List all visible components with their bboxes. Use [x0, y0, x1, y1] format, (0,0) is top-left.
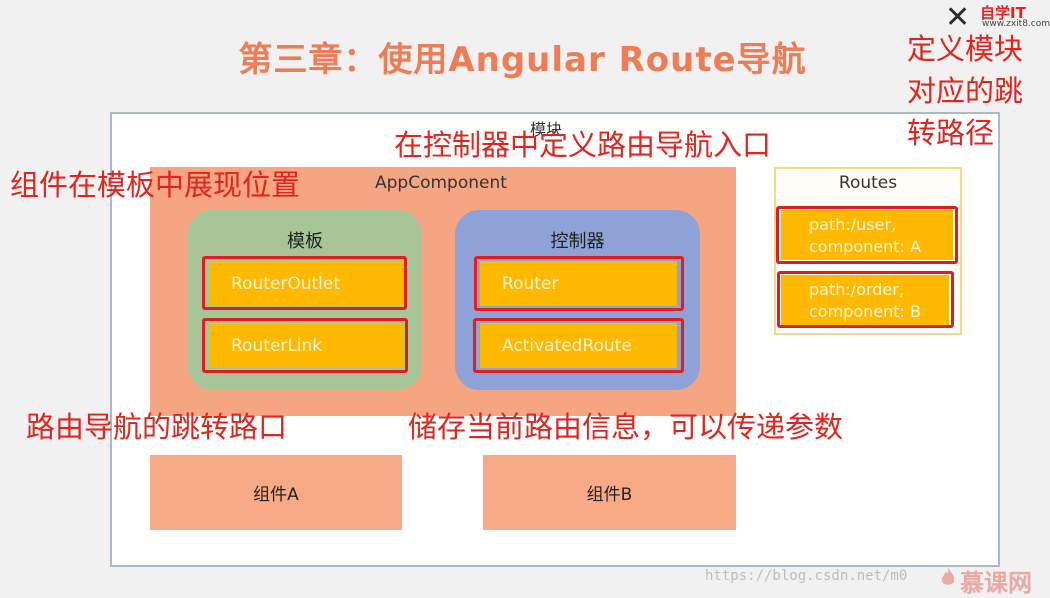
module-label: 模块: [530, 120, 563, 139]
routes-annotation-line2: 对应的跳: [907, 74, 1024, 108]
route-order: path:/order, component: B: [781, 275, 949, 325]
router-link-item: RouterLink: [209, 323, 404, 368]
logo-brand: 自学IT: [980, 4, 1026, 22]
router-highlight: [474, 256, 684, 311]
controller-annotation: 在控制器中定义路由导航入口: [394, 128, 772, 162]
template-label: 模板: [287, 231, 323, 252]
router-item: Router: [480, 261, 677, 306]
outlet-annotation: 组件在模板中展现位置: [10, 168, 301, 202]
component-b-box: 组件B: [483, 455, 736, 530]
slide-title: 第三章：使用Angular Route导航: [238, 40, 807, 80]
router-link-highlight: [202, 318, 408, 373]
logo-x-icon: ✕: [945, 0, 971, 35]
logo-url: www.zxit8.com: [982, 19, 1050, 29]
route-order-component: component: B: [809, 302, 921, 321]
controller-label: 控制器: [550, 231, 605, 252]
route-order-path: path:/order,: [809, 280, 904, 299]
route-user-path: path:/user,: [809, 215, 897, 234]
router-outlet-highlight: [202, 256, 407, 310]
route-order-highlight: [777, 271, 954, 328]
routes-annotation-line3: 转路径: [907, 116, 995, 150]
routes-annotation-line1: 定义模块: [907, 32, 1024, 66]
route-user-component: component: A: [809, 237, 921, 256]
route-user: path:/user, component: A: [781, 210, 953, 260]
activated-route-item: ActivatedRoute: [480, 323, 677, 368]
routes-annotation: 定义模块 对应的跳 转路径: [907, 28, 1023, 154]
component-a-box: 组件A: [150, 455, 402, 530]
routes-label: Routes: [838, 173, 898, 193]
watermark-url: https://blog.csdn.net/m0: [705, 568, 908, 584]
app-component-label: AppComponent: [375, 173, 507, 193]
watermark-brand: 慕课网: [960, 569, 1032, 597]
router-outlet-item: RouterOutlet: [209, 261, 404, 306]
link-annotation: 路由导航的跳转路口: [26, 410, 288, 444]
route-user-highlight: [776, 206, 958, 264]
flame-icon: [941, 567, 955, 585]
activated-route-annotation: 储存当前路由信息，可以传递参数: [408, 410, 844, 444]
activated-route-highlight: [473, 318, 684, 373]
